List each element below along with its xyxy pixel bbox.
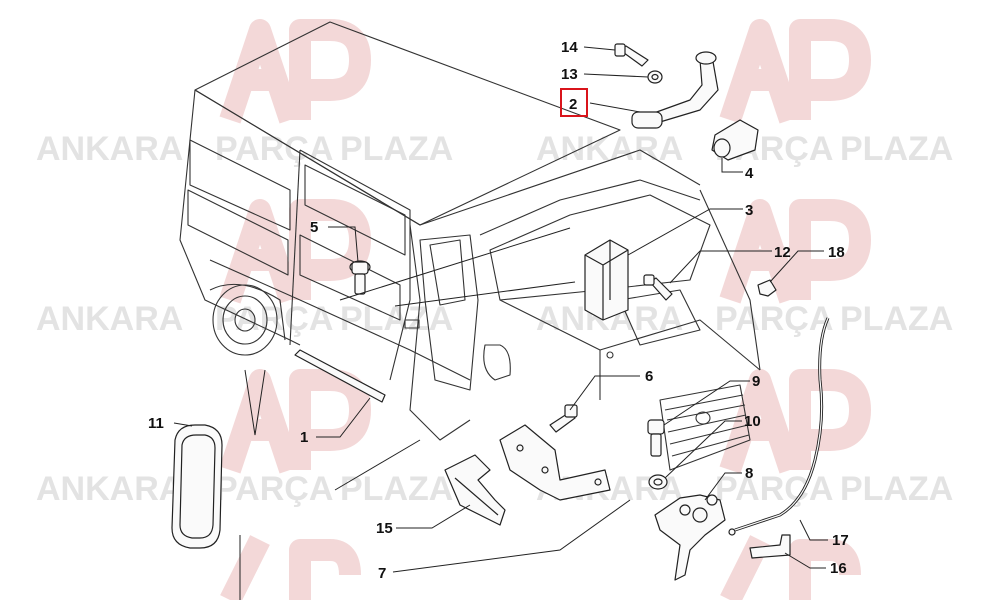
watermark-text: PARÇA	[715, 300, 833, 338]
part-4-cap	[711, 119, 759, 161]
callout-11: 11	[148, 415, 164, 432]
parts-layer	[171, 43, 830, 581]
part-15-bracket	[444, 454, 506, 526]
part-12-bolt	[643, 274, 673, 301]
leader-lines	[173, 46, 828, 600]
callout-16: 16	[830, 560, 847, 577]
part-7-hinge	[499, 424, 611, 501]
watermark-text: ANKARA	[36, 130, 183, 168]
callout-4: 4	[745, 165, 754, 182]
part-17-cable	[728, 317, 830, 536]
watermark-text: PARÇA	[715, 470, 833, 508]
part-10-washer	[648, 474, 668, 490]
watermark-text: PARÇA	[215, 470, 333, 508]
van-outline	[179, 21, 761, 471]
part-9-bolt	[647, 419, 665, 457]
callout-18: 18	[828, 244, 845, 261]
callout-15: 15	[376, 520, 393, 537]
callout-6: 6	[645, 368, 653, 385]
watermark-logo-icon	[219, 19, 871, 600]
part-1-seal	[294, 349, 386, 403]
callout-8: 8	[745, 465, 753, 482]
part-8-latch	[654, 494, 726, 581]
watermark-text: ANKARA	[36, 470, 183, 508]
watermark-text: PLAZA	[340, 470, 453, 508]
part-16-bracket	[749, 534, 791, 559]
callout-2: 2	[569, 96, 577, 113]
part-2-lever	[631, 51, 719, 129]
callout-9: 9	[752, 373, 760, 390]
watermark-text: PLAZA	[840, 470, 953, 508]
callout-17: 17	[832, 532, 849, 549]
watermark-text: ANKARA	[36, 300, 183, 338]
watermark-text: PLAZA	[840, 130, 953, 168]
part-13-washer	[647, 70, 663, 84]
callout-13: 13	[561, 66, 578, 83]
callout-10: 10	[744, 413, 761, 430]
callout-7: 7	[378, 565, 386, 582]
callout-1: 1	[300, 429, 308, 446]
part-14-bolt	[614, 43, 649, 67]
watermark-text: ANKARA	[536, 130, 683, 168]
part-11-lamp	[171, 424, 223, 549]
callout-14: 14	[561, 39, 578, 56]
watermark-text: PLAZA	[340, 130, 453, 168]
part-3-block	[584, 239, 629, 321]
callout-5: 5	[310, 219, 318, 236]
part-5-pin	[349, 260, 371, 295]
callout-12: 12	[774, 244, 791, 261]
callout-labels: 14 13 2 4 3 12 18 5 6 9 10 8 11 1 15 7 1…	[148, 39, 849, 582]
watermark-text: PLAZA	[840, 300, 953, 338]
part-6-bolt	[549, 404, 578, 433]
callout-3: 3	[745, 202, 753, 219]
part-18-clip	[757, 279, 777, 297]
watermark-layer: ANKARA PARÇA PLAZA ANKARA PARÇA PLAZA AN…	[36, 19, 953, 600]
highlight-box	[560, 88, 588, 117]
